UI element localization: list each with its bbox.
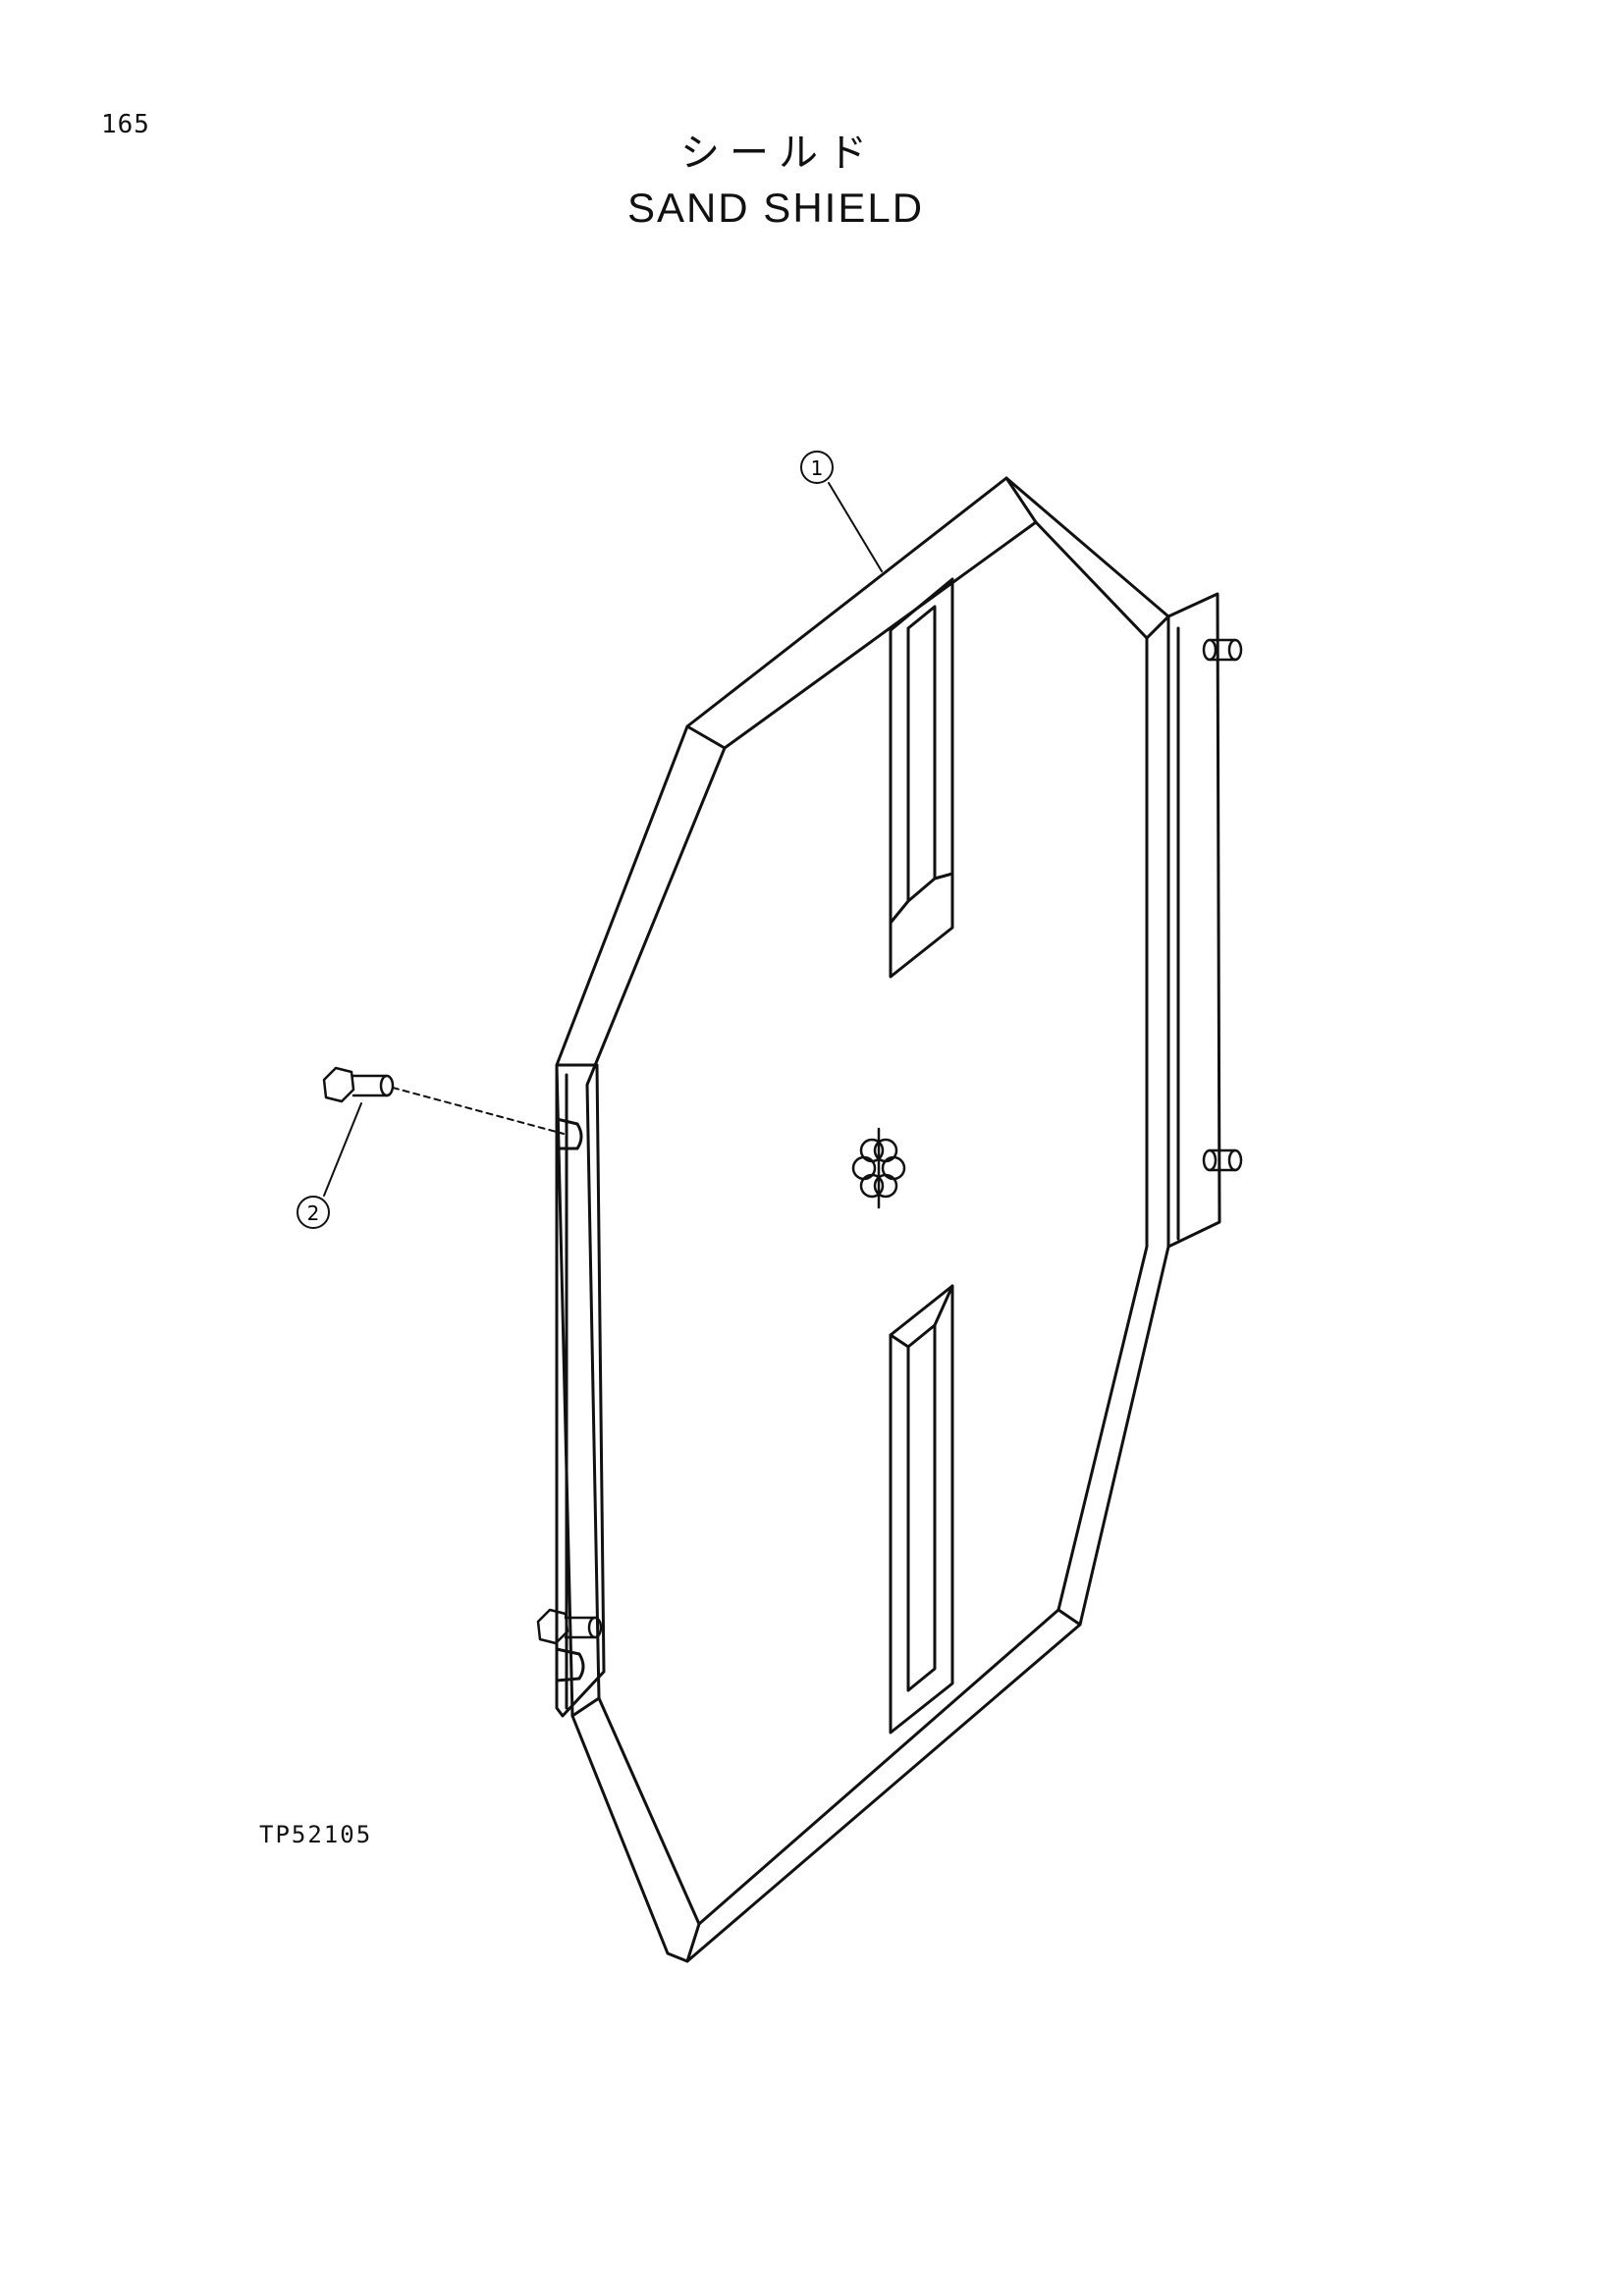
upper-slot: [889, 577, 954, 979]
right-upper-pin: [1202, 638, 1243, 662]
shield-plate-bottom-rim: [570, 1608, 1082, 1963]
loose-bolt: [322, 1066, 395, 1103]
callout-1-leader: [828, 482, 883, 572]
page-number: 165: [101, 110, 150, 139]
lower-slot-inner: [889, 1284, 954, 1692]
title-english: SAND SHIELD: [626, 185, 925, 231]
lower-slot: [889, 1284, 954, 1735]
shield-plate-top-rim: [685, 476, 1170, 750]
left-flange-notch: [555, 1117, 583, 1150]
right-flange: [1166, 592, 1221, 1249]
callout-2-label: 2: [307, 1201, 320, 1225]
callout-2-leader: [323, 1102, 362, 1197]
title-japanese: シールド: [680, 131, 877, 176]
left-flange: [555, 1063, 606, 1718]
shield-plate-outer: [555, 476, 1170, 1963]
shield-plate-inner-edge: [585, 520, 1149, 1926]
left-flange-lower-notch: [555, 1647, 585, 1682]
center-hub: [851, 1127, 906, 1209]
installed-bolt: [536, 1608, 603, 1645]
callout-1-label: 1: [811, 456, 824, 480]
callout-1-circle: [800, 451, 834, 484]
right-lower-pin: [1202, 1148, 1243, 1172]
upper-slot-inner: [889, 605, 954, 925]
drawing-code: TP52105: [259, 1821, 373, 1848]
title-block: シールド SAND SHIELD: [0, 126, 1551, 236]
assembly-line: [392, 1087, 565, 1135]
callout-2-circle: [297, 1196, 330, 1229]
